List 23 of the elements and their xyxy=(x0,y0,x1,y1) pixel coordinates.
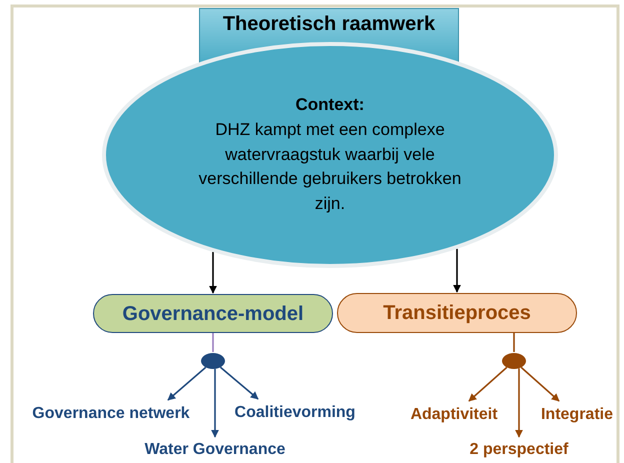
arrow xyxy=(520,366,560,402)
topic-pill xyxy=(337,293,577,333)
arrow xyxy=(220,366,259,400)
topic-label: Transitieproces xyxy=(383,301,531,325)
arrow xyxy=(515,368,523,438)
subtopic-label: Coalitievorming xyxy=(234,403,356,423)
arrow xyxy=(209,252,217,294)
subtopic-label: Governance netwerk xyxy=(32,404,190,424)
subtopic-label: 2 perspectief xyxy=(470,440,568,460)
context-text: DHZ kampt met een complexe watervraagstuk waarbij vele verschillende gebruikers betrokken zijn. xyxy=(198,119,462,215)
connector-line xyxy=(513,333,515,352)
topic-pill xyxy=(93,294,333,333)
subtopic-label: Adaptiviteit xyxy=(410,405,498,425)
arrow xyxy=(453,248,461,293)
subtopic-label: Integratie xyxy=(540,405,613,425)
topic-label: Governance-model xyxy=(122,302,304,326)
connector-line xyxy=(212,333,214,352)
arrow xyxy=(468,366,508,402)
subtopic-label: Water Governance xyxy=(144,440,286,460)
title-text: Theoretisch raamwerk xyxy=(222,12,436,36)
arrow xyxy=(211,368,219,438)
context-heading: Context: xyxy=(296,94,364,116)
arrow xyxy=(167,366,206,401)
